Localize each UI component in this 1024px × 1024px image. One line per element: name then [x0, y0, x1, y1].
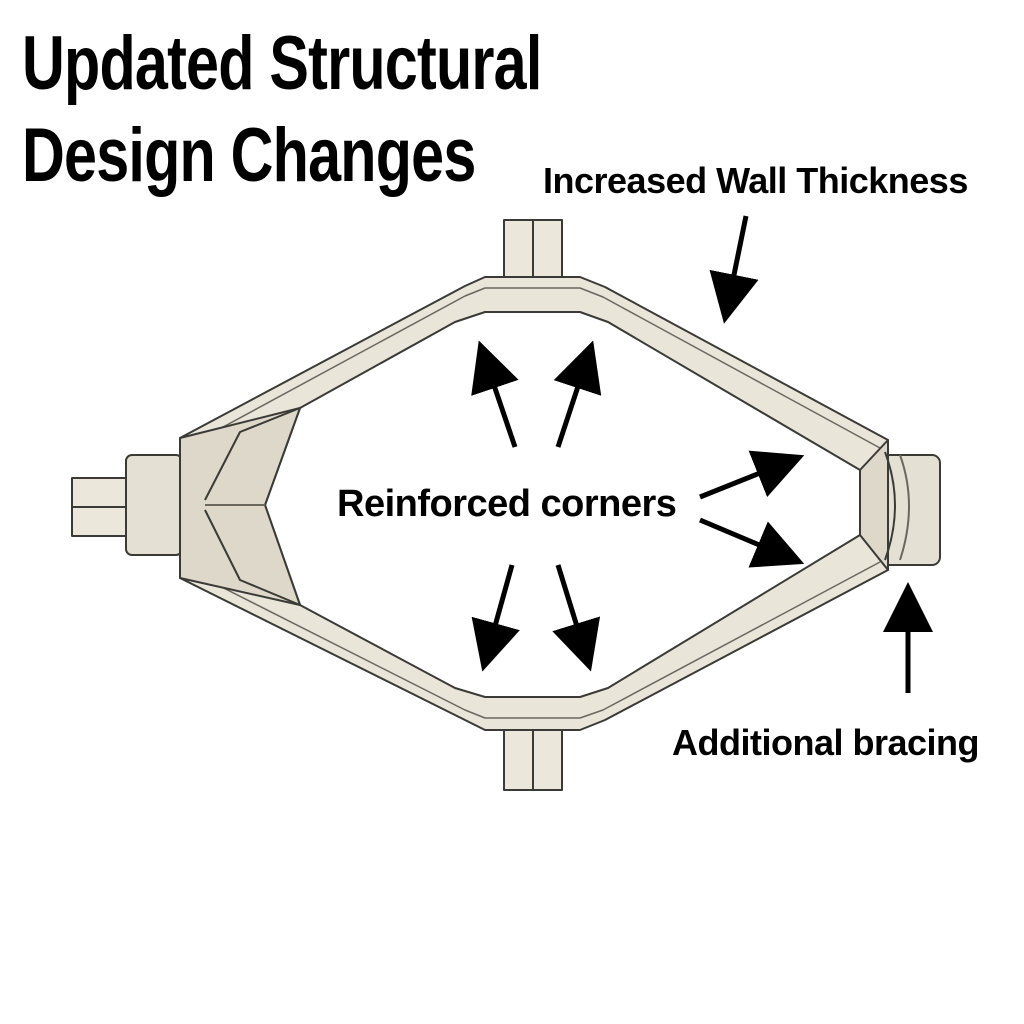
- bracket-part: [71, 219, 941, 791]
- arrow-wall-thickness: [709, 215, 759, 324]
- callout-reinforced-corners: Reinforced corners: [337, 483, 677, 525]
- left-hub: [125, 454, 183, 556]
- arrow-corner-right-upper: [699, 450, 805, 500]
- arrow-corner-top-left: [471, 340, 519, 448]
- callout-arrows: [471, 215, 933, 693]
- left-corner-gusset: [179, 407, 301, 606]
- callout-wall-thickness: Increased Wall Thickness: [543, 160, 968, 201]
- callout-additional-bracing: Additional bracing: [672, 722, 980, 763]
- arrow-corner-top-right: [553, 340, 602, 448]
- arrow-corner-bottom-left: [471, 564, 520, 672]
- page-title: Updated Structural Design Changes: [22, 21, 542, 198]
- arrow-corner-right-lower: [699, 517, 805, 568]
- right-bracing-block: [859, 439, 889, 571]
- arrow-corner-bottom-right: [552, 564, 601, 672]
